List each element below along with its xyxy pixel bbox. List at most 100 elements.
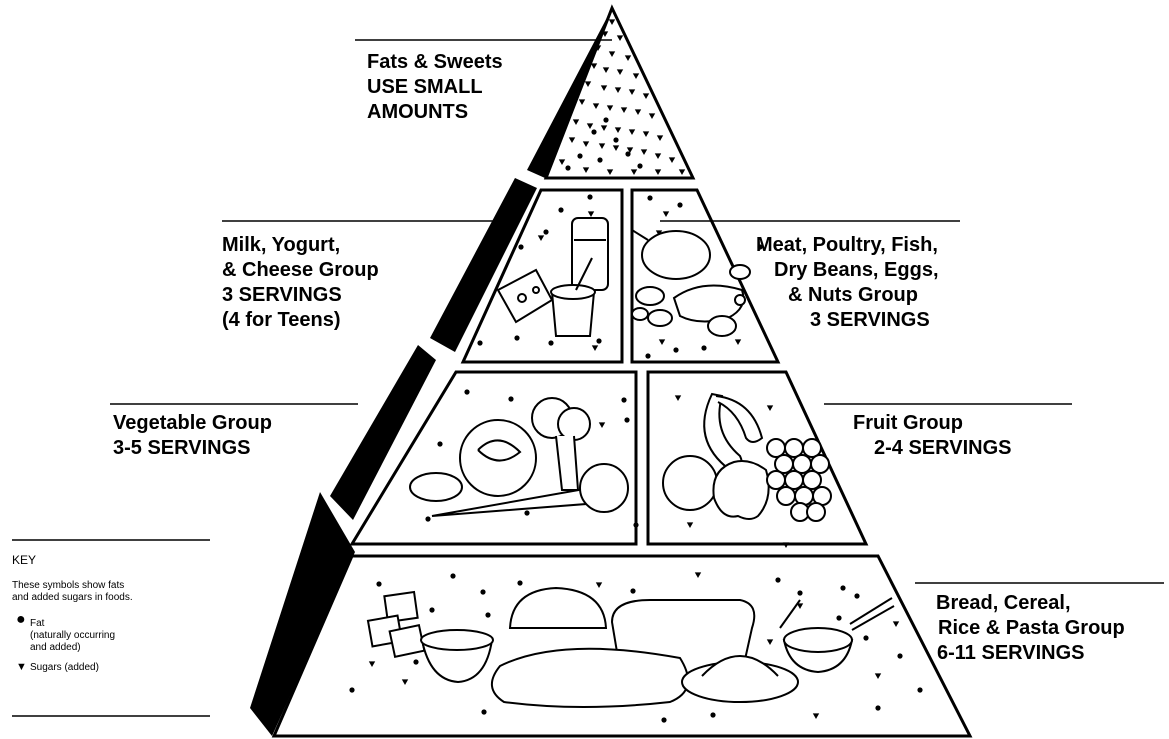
sugar-triangle-symbol [572,119,580,125]
key-description-line1: These symbols show fats [12,580,125,591]
fat-dot-symbol [875,705,881,711]
cabbage-icon [459,419,537,497]
fat-dot-symbol [621,397,627,403]
sugar-triangle-symbol [601,31,609,37]
cheese-icon [496,268,554,324]
tomato-icon [579,463,629,513]
sugar-triangle-symbol [537,235,545,241]
cereal-bowl-icon [420,629,494,684]
fat-dot-symbol [543,229,549,235]
sugar-triangle-symbol [582,167,590,173]
key-fat-note-line1: (naturally occurring [30,630,116,641]
sugar-triangle-symbol [674,395,682,401]
sugar-triangle-symbol [668,157,676,163]
sugar-triangle-symbol [656,135,664,141]
sugar-triangle-symbol [694,572,702,578]
sugar-triangle-symbol [662,211,670,217]
yogurt-cup-icon [550,257,596,337]
sugar-triangle-symbol [606,105,614,111]
sugar-triangle-symbol [686,522,694,528]
sugar-triangle-symbol [568,137,576,143]
grapes-icon [766,438,832,522]
key-title: KEY [12,553,37,567]
bread-group-label: Bread, Cereal, Rice & Pasta Group 6-11 S… [936,591,1125,666]
fat-dot-symbol [596,338,602,344]
sugar-triangle-symbol [584,81,592,87]
fat-dot-symbol [897,653,903,659]
crackers-icon [366,590,426,659]
fat-dot-symbol [710,712,716,718]
sugar-triangle-symbol [616,69,624,75]
key-fat-note-line2: and added) [30,642,81,653]
fruit-group-servings: 2-4 SERVINGS [874,437,1012,459]
key-fat-label: Fat [30,618,45,629]
sugar-triangle-symbol [632,73,640,79]
sugar-triangle-symbol [598,143,606,149]
sugar-triangle-symbol [628,129,636,135]
fat-dot-symbol [464,389,470,395]
fat-dot-symbol [565,165,571,171]
fat-dot-symbol [485,612,491,618]
rice-bowl-icon [782,597,895,674]
tier-bread-panel [271,554,973,738]
fat-dot-symbol [558,207,564,213]
sugar-triangle-symbol [734,339,742,345]
banana-icon [703,392,764,472]
fat-dot-symbol [775,577,781,583]
sugar-triangle-symbol [678,169,686,175]
fat-dot-symbol [548,340,554,346]
sugar-triangle-symbol [648,113,656,119]
fats-sweets-label: Fats & Sweets USE SMALL AMOUNTS [367,50,503,125]
meat-group-servings: 3 SERVINGS [810,309,930,331]
fat-dot-symbol [630,588,636,594]
sugar-triangle-symbol [582,141,590,147]
fat-dot-symbol [524,510,530,516]
fat-dot-symbol [437,441,443,447]
sugar-triangle-symbol [624,55,632,61]
sugar-triangle-icon: ▼ [16,661,27,673]
fats-sweets-advice-line1: USE SMALL [367,76,483,98]
sugar-triangle-symbol [608,51,616,57]
fat-dot-symbol [577,153,583,159]
sugar-triangle-symbol [592,103,600,109]
key-description: These symbols show fats and added sugars… [12,580,212,604]
sugar-triangle-symbol [614,127,622,133]
tier-vegetable-panel [349,370,638,546]
key-fat-row: ● Fat (naturally occurring and added) [12,612,212,654]
sugar-triangle-symbol [796,603,804,609]
fat-dot-symbol [854,593,860,599]
sugar-triangle-symbol [642,131,650,137]
meat-group-title-line2: Dry Beans, Eggs, [774,259,939,281]
tier-meat-panel [630,188,781,364]
pyramid-tiers [271,4,973,738]
sugar-triangle-symbol [558,159,566,165]
fat-dot-symbol [661,717,667,723]
fat-dot-symbol [797,590,803,596]
fruit-group-title: Fruit Group [853,412,963,434]
fat-dot-symbol [917,687,923,693]
fat-dot-symbol [645,353,651,359]
fat-dot-symbol [625,151,631,157]
potato-icon [409,472,463,502]
fruit-group-label: Fruit Group 2-4 SERVINGS [853,411,1011,461]
vegetable-group-servings: 3-5 SERVINGS [113,437,251,459]
symbol-key-legend: KEY These symbols show fats and added su… [12,540,212,682]
sugar-triangle-symbol [640,149,648,155]
bread-group-title-line2: Rice & Pasta Group [938,617,1125,639]
fat-dot-symbol [840,585,846,591]
fat-dot-symbol [637,163,643,169]
vegetable-group-label: Vegetable Group 3-5 SERVINGS [113,411,272,461]
fat-dot-symbol [518,244,524,250]
fat-dot-symbol [450,573,456,579]
sugar-triangle-symbol [600,125,608,131]
sugar-triangle-symbol [812,713,820,719]
fat-dot-symbol [517,580,523,586]
sugar-triangle-symbol [634,109,642,115]
fat-sugar-symbols [349,19,923,723]
fats-sweets-title: Fats & Sweets [367,51,503,73]
eggs-icon [707,264,751,337]
fat-dot-symbol [624,417,630,423]
fat-dot-symbol [757,244,763,250]
sugar-triangle-symbol [587,211,595,217]
meat-group-title-line3: & Nuts Group [788,284,918,306]
